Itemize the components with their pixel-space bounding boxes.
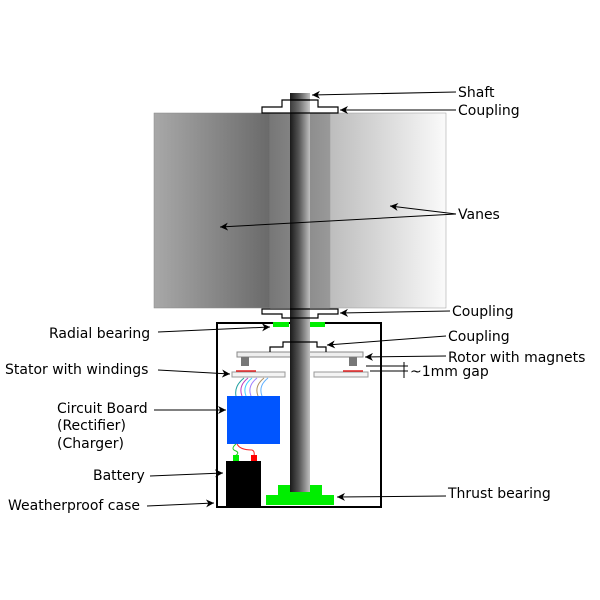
coupling-lower xyxy=(261,308,339,319)
label-coupling-top: Coupling xyxy=(458,103,520,119)
battery xyxy=(226,455,261,507)
arrows xyxy=(146,90,457,508)
gap-indicator xyxy=(366,362,408,378)
label-rotor: Rotor with magnets xyxy=(448,350,585,366)
wire-green xyxy=(232,443,239,457)
coupling-rotor xyxy=(269,341,327,352)
shaft xyxy=(290,93,310,492)
label-vanes: Vanes xyxy=(458,207,500,223)
label-case: Weatherproof case xyxy=(8,498,140,514)
label-coupling-rotor: Coupling xyxy=(448,329,510,345)
label-stator: Stator with windings xyxy=(5,362,148,378)
stator xyxy=(231,370,369,378)
label-thrust-bearing: Thrust bearing xyxy=(447,486,551,502)
radial-bearing xyxy=(273,322,325,327)
label-gap: ~1mm gap xyxy=(410,364,489,380)
label-battery: Battery xyxy=(93,468,145,484)
label-circuit-board: Circuit Board xyxy=(57,401,148,417)
label-radial-bearing: Radial bearing xyxy=(49,326,150,342)
labels: Shaft Coupling Vanes Coupling Radial bea… xyxy=(5,85,585,514)
label-shaft: Shaft xyxy=(458,85,495,101)
wire-red xyxy=(236,443,255,457)
label-coupling-lower: Coupling xyxy=(452,304,514,320)
windings xyxy=(235,377,269,397)
coupling-top xyxy=(261,99,339,114)
label-rectifier: (Rectifier) xyxy=(57,418,126,434)
label-charger: (Charger) xyxy=(57,436,124,452)
circuit-board xyxy=(227,396,280,444)
